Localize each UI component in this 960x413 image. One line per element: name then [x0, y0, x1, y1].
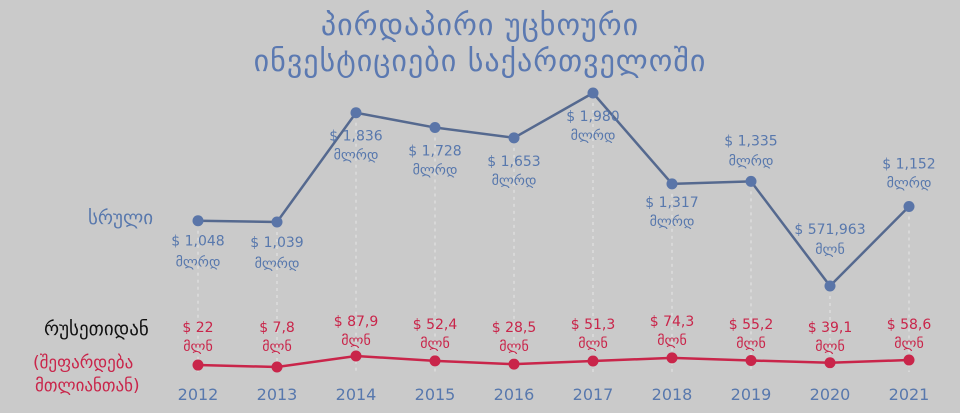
- total-data-label: $ 1,728: [408, 144, 461, 160]
- russia-data-label: $ 55,2: [729, 317, 774, 333]
- total-point: [903, 200, 915, 212]
- russia-data-label-unit: მლნ: [499, 339, 529, 355]
- total-point: [350, 107, 362, 119]
- russia-data-label: $ 28,5: [492, 320, 537, 336]
- total-series-line: [197, 91, 910, 288]
- russia-data-label-unit: მლნ: [894, 336, 924, 352]
- total-data-label: $ 1,048: [171, 234, 224, 250]
- x-tick-label: 2018: [652, 385, 693, 404]
- russia-point: [903, 354, 915, 366]
- total-data-label-unit: მლრდ: [887, 174, 932, 191]
- total-data-label-unit: მლრდ: [176, 254, 221, 271]
- x-tick-label: 2017: [573, 385, 614, 404]
- share-label-line-1: (შეფარდება: [33, 353, 134, 373]
- russia-data-label: $ 58,6: [887, 317, 932, 333]
- russia-data-label: $ 39,1: [808, 320, 853, 336]
- total-data-label: $ 1,039: [250, 235, 303, 251]
- total-data-label: $ 1,653: [487, 154, 540, 170]
- total-data-label-unit: მლრდ: [492, 172, 537, 189]
- total-point: [271, 216, 283, 228]
- russia-data-label-unit: მლნ: [262, 339, 292, 355]
- total-point: [587, 87, 599, 99]
- russia-data-label: $ 52,4: [413, 317, 458, 333]
- total-point: [824, 280, 836, 292]
- x-tick-label: 2013: [257, 385, 298, 404]
- russia-point: [192, 359, 204, 371]
- russia-point: [350, 350, 362, 362]
- total-point: [508, 132, 520, 144]
- total-data-label: $ 1,980: [566, 109, 619, 125]
- x-tick-label: 2015: [415, 385, 456, 404]
- russia-point: [666, 352, 678, 364]
- total-point: [429, 122, 441, 134]
- total-data-label-unit: მლრდ: [571, 127, 616, 144]
- chart-title-line-1: პირდაპირი უცხოური: [320, 8, 640, 43]
- share-label-line-2: მთლიანთან): [35, 376, 140, 396]
- total-data-label-unit: მლნ: [815, 242, 845, 258]
- russia-point: [587, 355, 599, 367]
- chart-title-line-2: ინვესტიციები საქართველოში: [253, 44, 707, 79]
- x-tick-label: 2014: [336, 385, 377, 404]
- russia-point: [429, 355, 441, 367]
- russia-point: [508, 358, 520, 370]
- russia-data-label-unit: მლნ: [578, 336, 608, 352]
- total-data-label-unit: მლრდ: [650, 213, 695, 230]
- russia-data-label: $ 22: [182, 320, 213, 336]
- total-data-label: $ 1,317: [645, 195, 698, 211]
- x-tick-label: 2020: [810, 385, 851, 404]
- russia-data-label-unit: მლნ: [420, 336, 450, 352]
- russia-point: [271, 361, 283, 373]
- total-data-label-unit: მლრდ: [334, 147, 379, 164]
- total-data-label: $ 571,963: [794, 222, 865, 238]
- total-data-label: $ 1,836: [329, 129, 383, 145]
- x-tick-label: 2016: [494, 385, 535, 404]
- russia-series-label: რუსეთიდან: [44, 318, 149, 340]
- x-tick-label: 2019: [731, 385, 772, 404]
- total-data-label-unit: მლრდ: [255, 255, 300, 272]
- russia-series-line: [197, 354, 910, 369]
- russia-point: [824, 357, 836, 369]
- russia-data-label-unit: მლნ: [815, 339, 845, 355]
- total-data-label-unit: მლრდ: [729, 152, 774, 169]
- russia-point: [745, 354, 757, 366]
- russia-data-label: $ 87,9: [334, 314, 379, 330]
- total-point: [666, 178, 678, 190]
- total-data-label: $ 1,335: [724, 133, 777, 149]
- russia-data-label-unit: მლნ: [736, 336, 766, 352]
- total-data-label-unit: მლრდ: [413, 162, 458, 179]
- russia-data-label-unit: მლნ: [341, 333, 371, 349]
- russia-data-label: $ 51,3: [571, 317, 616, 333]
- x-tick-label: 2012: [178, 385, 219, 404]
- total-point: [745, 175, 757, 187]
- russia-data-label-unit: მლნ: [657, 333, 687, 349]
- russia-data-label: $ 7,8: [259, 320, 295, 336]
- x-tick-label: 2021: [889, 385, 930, 404]
- total-series-label: სრული: [88, 207, 154, 229]
- total-point: [192, 215, 204, 227]
- total-data-label: $ 1,152: [882, 156, 935, 172]
- russia-data-label: $ 74,3: [650, 314, 695, 330]
- russia-data-label-unit: მლნ: [183, 339, 213, 355]
